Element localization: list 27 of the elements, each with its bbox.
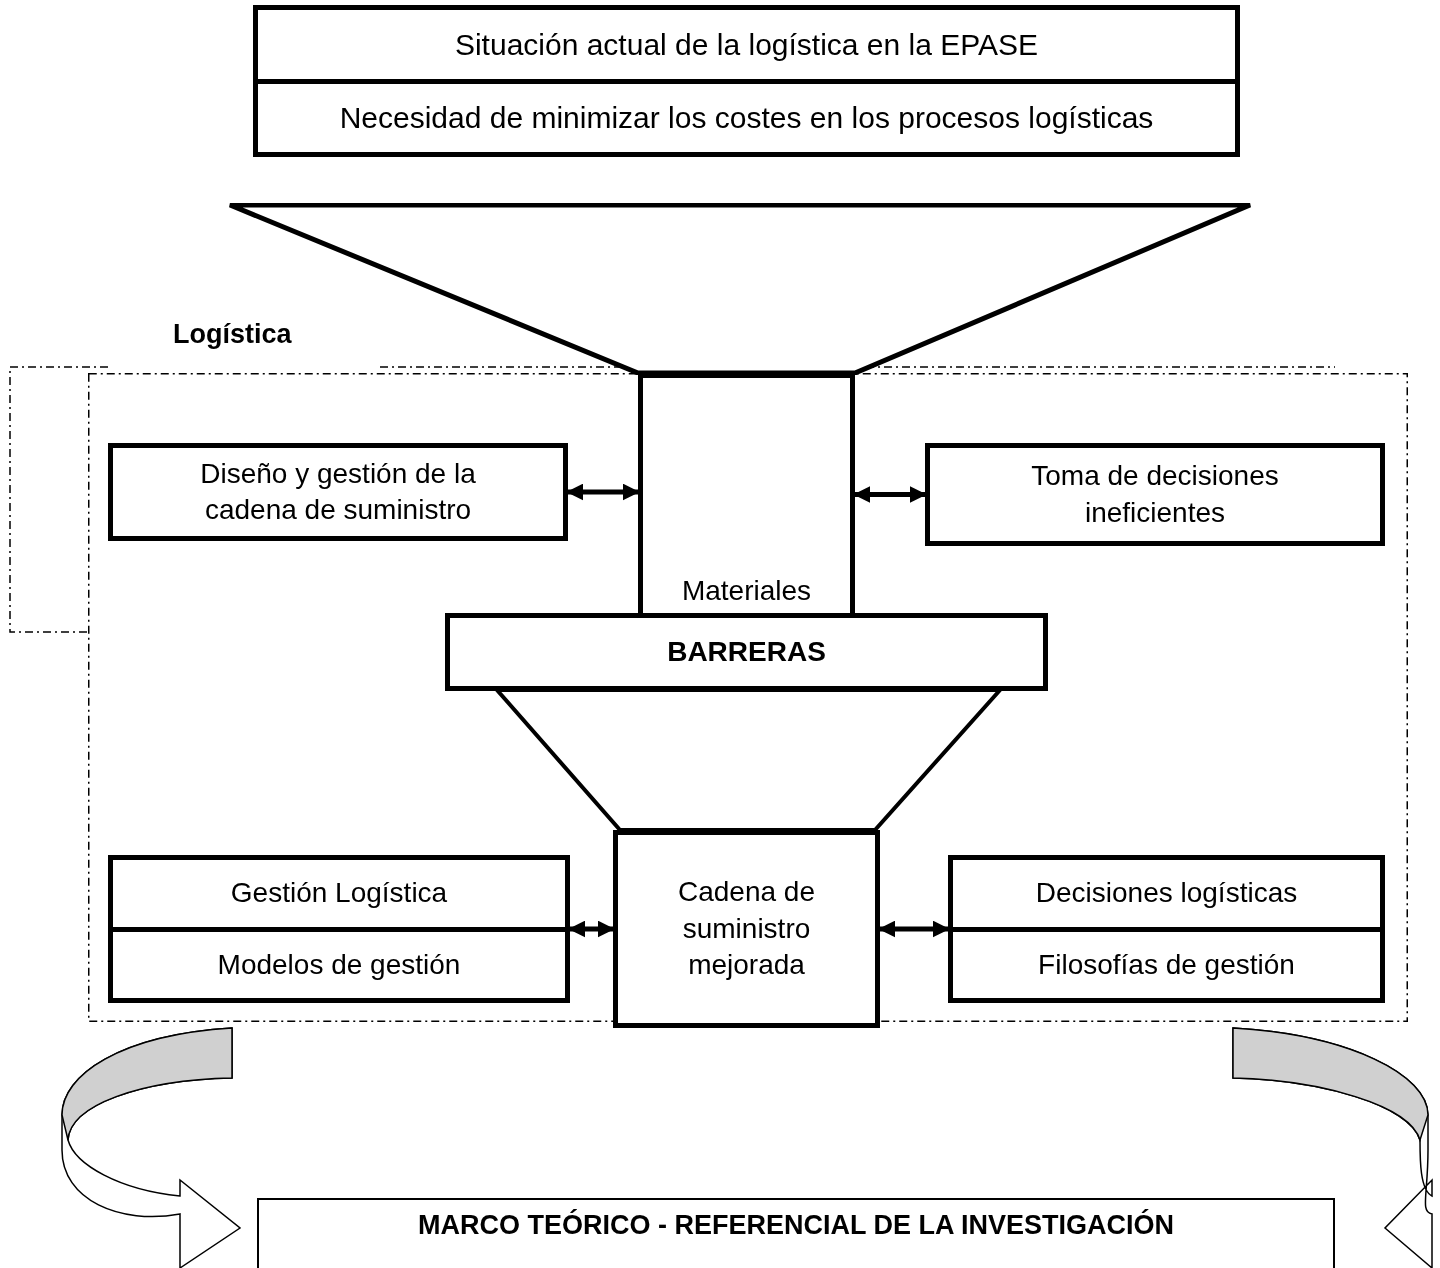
- box-text: Necesidad de minimizar los costes en los procesos logísticas: [339, 100, 1154, 137]
- box-text: MARCO TEÓRICO - REFERENCIAL DE LA INVESTIGACIÓN: [418, 1208, 1174, 1242]
- process-box: [108, 443, 568, 541]
- box-text: Toma de decisiones ineficientes: [1030, 459, 1280, 530]
- box-text: Decisiones logísticas: [1035, 876, 1298, 911]
- double-arrow: [878, 920, 950, 938]
- double-arrow: [568, 920, 615, 938]
- process-box: [257, 1198, 1335, 1268]
- box-text: Filosofías de gestión: [1038, 947, 1295, 982]
- process-box: [445, 613, 1048, 691]
- group-heading: Logística: [173, 318, 292, 350]
- divided-box: [253, 5, 1240, 157]
- process-box: [925, 443, 1385, 546]
- box-text: Diseño y gestión de la cadena de suministro: [199, 456, 477, 527]
- box-text: Materiales: [681, 573, 812, 608]
- divided-box: [948, 855, 1385, 1003]
- box-text: BARRERAS: [667, 634, 826, 669]
- funnel-shape: [495, 688, 1002, 832]
- box-text: Modelos de gestión: [217, 947, 461, 982]
- process-box: [613, 830, 880, 1028]
- double-arrow: [566, 483, 640, 501]
- box-text: Gestión Logística: [230, 876, 448, 911]
- process-box: [638, 373, 855, 615]
- box-text: Cadena de suministro mejorada: [677, 875, 816, 983]
- box-text: Situación actual de la logística en la EPASE: [454, 26, 1039, 63]
- divided-box: [108, 855, 570, 1003]
- double-arrow: [853, 486, 927, 503]
